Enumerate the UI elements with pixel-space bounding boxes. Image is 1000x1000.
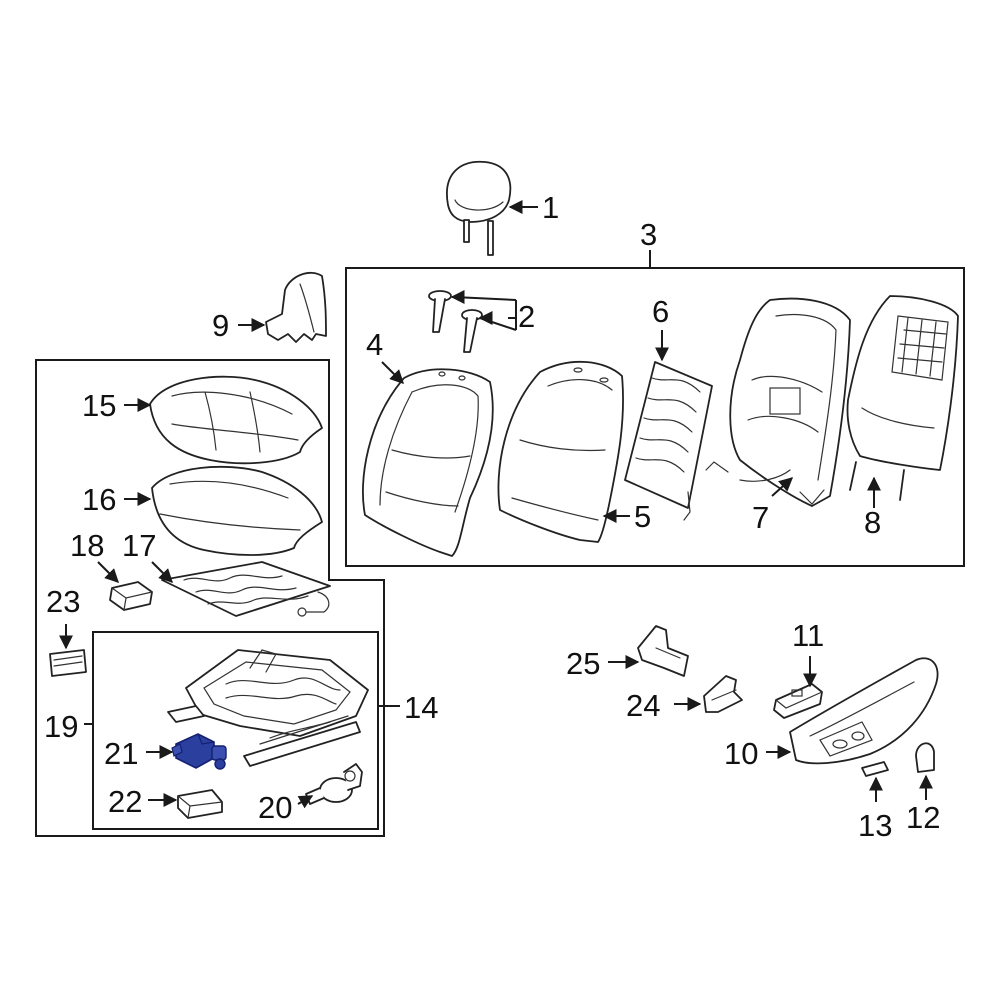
leader-lines	[59, 200, 933, 809]
recliner-motor-part[interactable]	[305, 763, 363, 805]
headrest-guide-part[interactable]	[428, 290, 483, 353]
callout-21: 21	[104, 736, 138, 771]
side-cover-part[interactable]	[265, 271, 327, 343]
adjust-knob-part[interactable]	[861, 761, 889, 777]
module-pad-part[interactable]	[177, 789, 223, 819]
seat-switch-part[interactable]	[773, 683, 823, 719]
callout-13: 13	[858, 808, 892, 843]
seat-track-part[interactable]	[167, 649, 369, 767]
side-bracket-part[interactable]	[637, 625, 689, 677]
cushion-mat-part[interactable]	[161, 561, 331, 617]
seatback-pad-part[interactable]	[497, 360, 624, 543]
track-group-frame	[92, 631, 379, 830]
seatback-panel-part[interactable]	[846, 295, 959, 501]
callout-24: 24	[626, 688, 660, 723]
callout-20: 20	[258, 790, 292, 825]
callout-23: 23	[46, 584, 80, 619]
seatback-cover-part[interactable]	[362, 368, 494, 557]
callout-15: 15	[82, 388, 116, 423]
seatback-frame-part[interactable]	[705, 297, 851, 507]
seat-motor-part[interactable]	[171, 733, 227, 770]
callout-2: 2	[518, 299, 535, 334]
cushion-pad-part[interactable]	[151, 465, 323, 556]
callout-8: 8	[864, 505, 881, 540]
callout-11: 11	[792, 618, 824, 653]
callout-1: 1	[542, 190, 559, 225]
callout-10: 10	[724, 736, 758, 771]
callout-7: 7	[752, 500, 769, 535]
headrest-part[interactable]	[446, 160, 512, 256]
callout-3: 3	[640, 217, 657, 252]
callout-19: 19	[44, 709, 78, 744]
callout-labels: 1 2 3 4 5 6 7 8 9 10 11 12 13 14 15 16 1…	[44, 190, 940, 843]
cushion-group-frame	[35, 359, 385, 837]
callout-18: 18	[70, 528, 104, 563]
recline-knob-part[interactable]	[915, 742, 935, 773]
clip-part[interactable]	[49, 649, 87, 677]
trim-bracket-part[interactable]	[703, 675, 743, 713]
seatback-group-frame	[345, 267, 965, 567]
callout-16: 16	[82, 482, 116, 517]
side-shield-part[interactable]	[789, 657, 939, 765]
callout-9: 9	[212, 308, 229, 343]
lumbar-support-part[interactable]	[624, 361, 713, 521]
control-module-part[interactable]	[109, 581, 153, 611]
callout-4: 4	[366, 327, 383, 362]
callout-22: 22	[108, 784, 142, 819]
callout-17: 17	[122, 528, 156, 563]
callout-25: 25	[566, 646, 600, 681]
callout-12: 12	[906, 800, 940, 835]
cushion-cover-part[interactable]	[149, 375, 323, 465]
callout-6: 6	[652, 294, 669, 329]
callout-5: 5	[634, 499, 651, 534]
callout-14: 14	[404, 690, 438, 725]
